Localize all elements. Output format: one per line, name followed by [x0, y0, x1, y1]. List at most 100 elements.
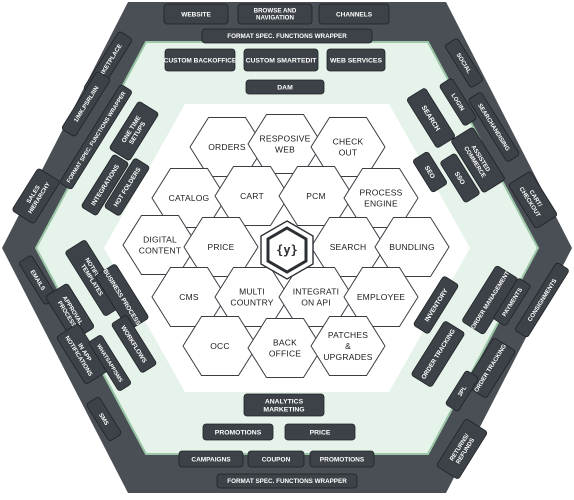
label-box-outer-ring-bottom-wrapper: FORMAT SPEC. FUNCTIONS WRAPPER	[216, 473, 358, 489]
label-box-middle-ring-dam: DAM	[245, 79, 325, 95]
label-box-bg	[201, 28, 373, 44]
hex-label: ORDERS	[208, 142, 246, 152]
hex-shape	[374, 217, 450, 277]
label-box-bg	[413, 151, 447, 193]
hex-shape	[182, 316, 258, 376]
label-box-outer-ring-lower-right-4: 3PL	[445, 370, 479, 412]
label-box-outer-ring-top-0: WEBSITE	[163, 3, 229, 25]
label-box-bg	[413, 276, 459, 334]
capability-hex-bundling: BUNDLING	[374, 217, 450, 277]
label-box-bg	[326, 48, 386, 72]
label-box-outer-ring-lower-left-1: APPROVALPROCESS	[45, 283, 95, 341]
capability-hex-employee: EMPLOYEE	[343, 267, 419, 327]
hex-shape	[247, 318, 323, 378]
label-box-bg	[407, 88, 455, 148]
label-text: WEB SERVICES	[330, 57, 382, 64]
label-text: CHANNELS	[336, 11, 373, 18]
label-box-bg	[89, 335, 131, 391]
label-box-bg	[451, 127, 505, 193]
label-box-bg	[464, 338, 516, 398]
center-logo: {y}	[260, 220, 314, 280]
label-box-bg	[243, 393, 325, 417]
label-box-bg	[86, 397, 122, 441]
label-box-bg	[436, 419, 488, 479]
label-box-bg	[508, 171, 558, 229]
label-box-outer-ring-lower-right-5: RETURNS/REFUNDS	[436, 419, 488, 479]
label-box-bg	[247, 450, 305, 468]
label-box-outer-ring-bottom-2: PROMOTIONS	[309, 450, 375, 468]
label-box-outer-ring-top-wrapper: FORMAT SPEC. FUNCTIONS WRAPPER	[201, 28, 373, 44]
label-box-outer-ring-lower-right-1: PAYMENTS	[493, 278, 531, 326]
hex-label: PATCHES&UPGRADES	[323, 330, 372, 362]
label-text: COUPON	[262, 456, 291, 463]
label-box-middle-ring-upper-right-1: SEO	[413, 151, 447, 193]
label-box-bg	[216, 473, 358, 489]
hex-shape	[214, 166, 290, 226]
label-text: CUSTOM SMARTEDIT	[246, 57, 318, 64]
capability-hex-patches-upgrades: PATCHES&UPGRADES	[310, 316, 386, 376]
label-box-bg	[439, 78, 477, 126]
label-box-bg	[445, 38, 483, 88]
center-logo-inner-hex	[266, 226, 308, 274]
label-box-middle-ring-upper-left-0: ONE TIMESETUPS	[109, 101, 159, 161]
hex-label: CMS	[179, 292, 199, 302]
label-box-bg	[104, 158, 150, 216]
label-text: PROMOTIONS	[320, 456, 365, 463]
label-box-middle-ring-bottom-1: PROMOTIONS	[202, 423, 274, 441]
label-box-bg	[178, 450, 244, 468]
hex-shape	[343, 267, 419, 327]
label-box-middle-ring-bottom-2: PRICE	[284, 423, 356, 441]
label-text: FORMAT SPEC. FUNCTIONS WRAPPER	[227, 33, 347, 40]
hex-label: PCM	[306, 191, 326, 201]
label-box-middle-ring-upper-right-2: SSO	[440, 153, 480, 203]
label-box-bg	[245, 79, 325, 95]
label-text: FORMAT SPEC. FUNCTIONS WRAPPER	[227, 478, 347, 485]
label-box-middle-ring-top-1: CUSTOM SMARTEDIT	[243, 48, 319, 72]
center-logo-mark: {y}	[276, 243, 298, 257]
label-box-bg	[61, 71, 111, 137]
label-box-bg	[318, 3, 390, 25]
label-box-middle-ring-top-0: CUSTOM BACKOFFICE	[164, 48, 237, 72]
label-box-bg	[309, 450, 375, 468]
capability-hex-occ: OCC	[182, 316, 258, 376]
label-box-bg	[60, 84, 132, 190]
label-box-bg	[411, 321, 465, 387]
label-box-outer-ring-top-2: CHANNELS	[318, 3, 390, 25]
label-box-bg	[493, 278, 531, 326]
label-box-bg	[237, 3, 313, 25]
hex-label: CATALOG	[169, 193, 210, 203]
label-box-outer-ring-lower-left-3: SMS	[86, 397, 122, 441]
label-box-bg	[163, 3, 229, 25]
label-text: 3PL	[457, 385, 468, 398]
label-box-bg	[81, 154, 129, 216]
hex-label: SEARCH	[330, 242, 367, 252]
label-box-bg	[440, 153, 480, 203]
label-text: WEBSITE	[181, 11, 211, 18]
hex-label: PRICE	[208, 242, 235, 252]
label-text: CAMPAIGNS	[191, 456, 231, 463]
label-box-bg	[109, 101, 159, 161]
label-box-bg	[243, 48, 319, 72]
label-box-outer-ring-bottom-0: CAMPAIGNS	[178, 450, 244, 468]
label-text: SMS	[97, 412, 109, 426]
label-box-bg	[164, 48, 236, 72]
label-box-bg	[95, 264, 149, 330]
label-box-bg	[468, 92, 520, 162]
label-text: PRICE	[310, 429, 331, 436]
capability-hex-cart: CART	[214, 166, 290, 226]
label-box-middle-ring-upper-right-0: SEARCH	[407, 88, 455, 148]
hex-label: EMPLOYEE	[357, 292, 405, 302]
label-box-outer-ring-lower-left-2: IN APPNOTIFICATIONS	[56, 324, 108, 384]
